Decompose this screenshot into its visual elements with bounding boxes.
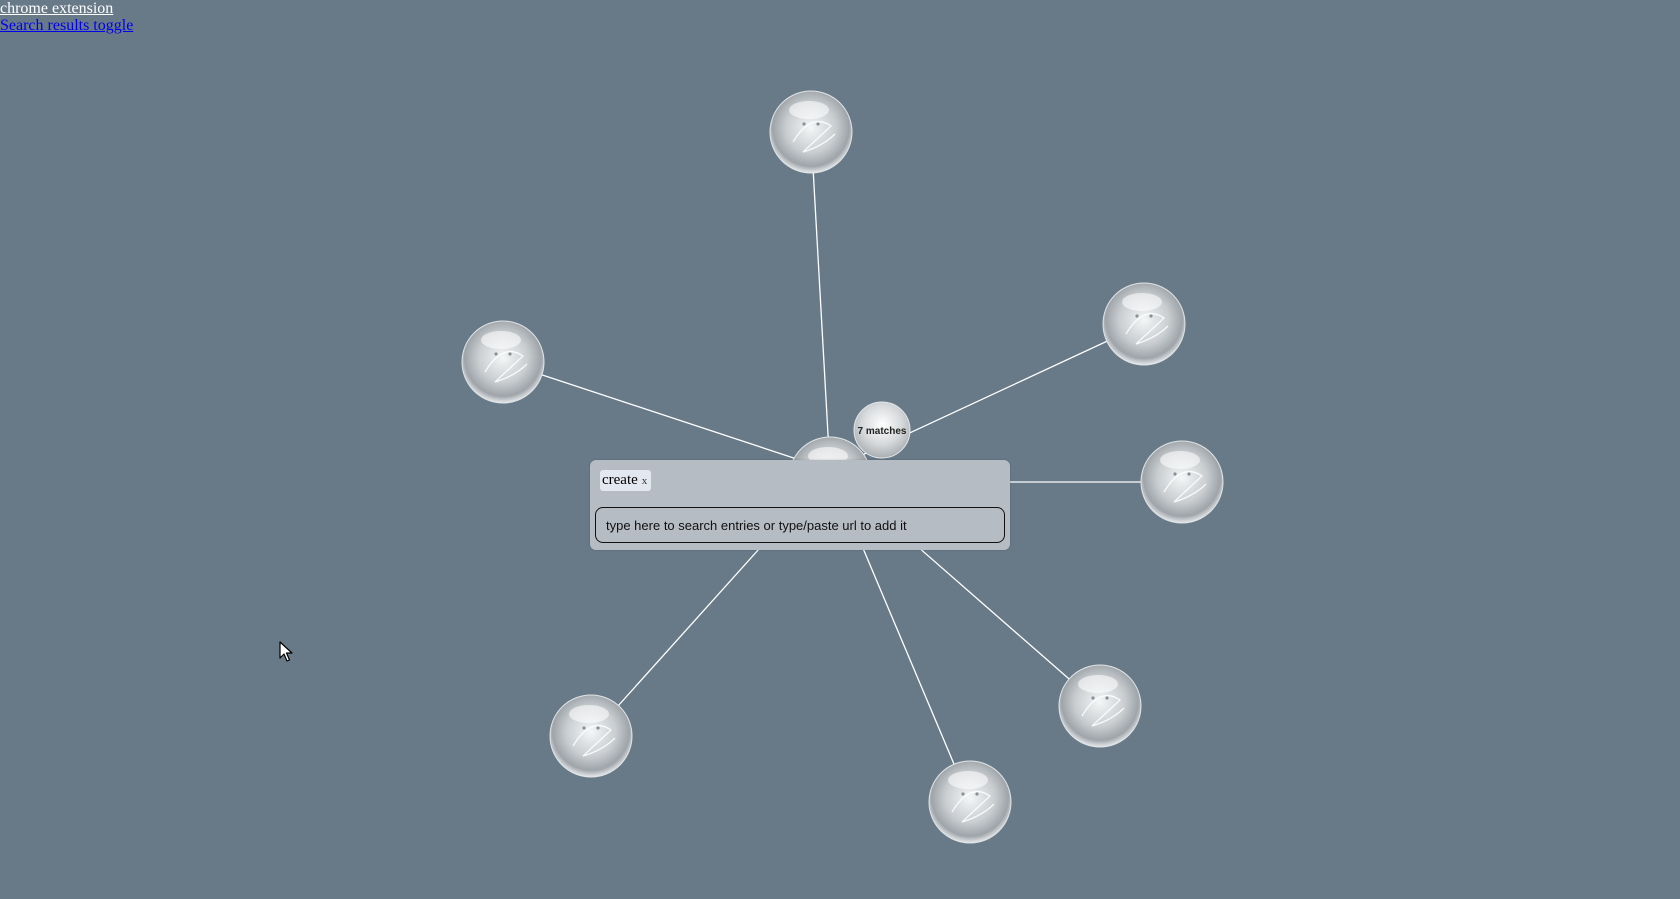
graph-node-upper-right[interactable] xyxy=(1102,282,1186,366)
close-icon[interactable]: x xyxy=(641,474,648,487)
graph-node-lower-left[interactable] xyxy=(549,694,633,778)
match-count-bubble[interactable]: 7 matches xyxy=(853,401,911,459)
tag-chip-create[interactable]: create x xyxy=(600,470,652,491)
search-input[interactable] xyxy=(595,507,1005,543)
search-results-toggle-link[interactable]: Search results toggle xyxy=(0,17,134,34)
graph-node-upper-left[interactable] xyxy=(461,320,545,404)
graph-node-bottom[interactable] xyxy=(928,760,1012,844)
graph-node-lower-right[interactable] xyxy=(1058,664,1142,748)
search-panel: create x xyxy=(590,460,1010,550)
tag-chip-label: create xyxy=(602,472,638,488)
edge-top xyxy=(810,131,831,471)
chrome-extension-link[interactable]: chrome extension xyxy=(0,0,114,17)
mouse-pointer-icon xyxy=(279,641,293,662)
edge-upper-left xyxy=(502,361,831,471)
graph-node-right[interactable] xyxy=(1140,440,1224,524)
graph-node-top[interactable] xyxy=(769,90,853,174)
top-links: chrome extension Search results toggle xyxy=(0,0,133,34)
match-count-label: 7 matches xyxy=(858,426,907,437)
